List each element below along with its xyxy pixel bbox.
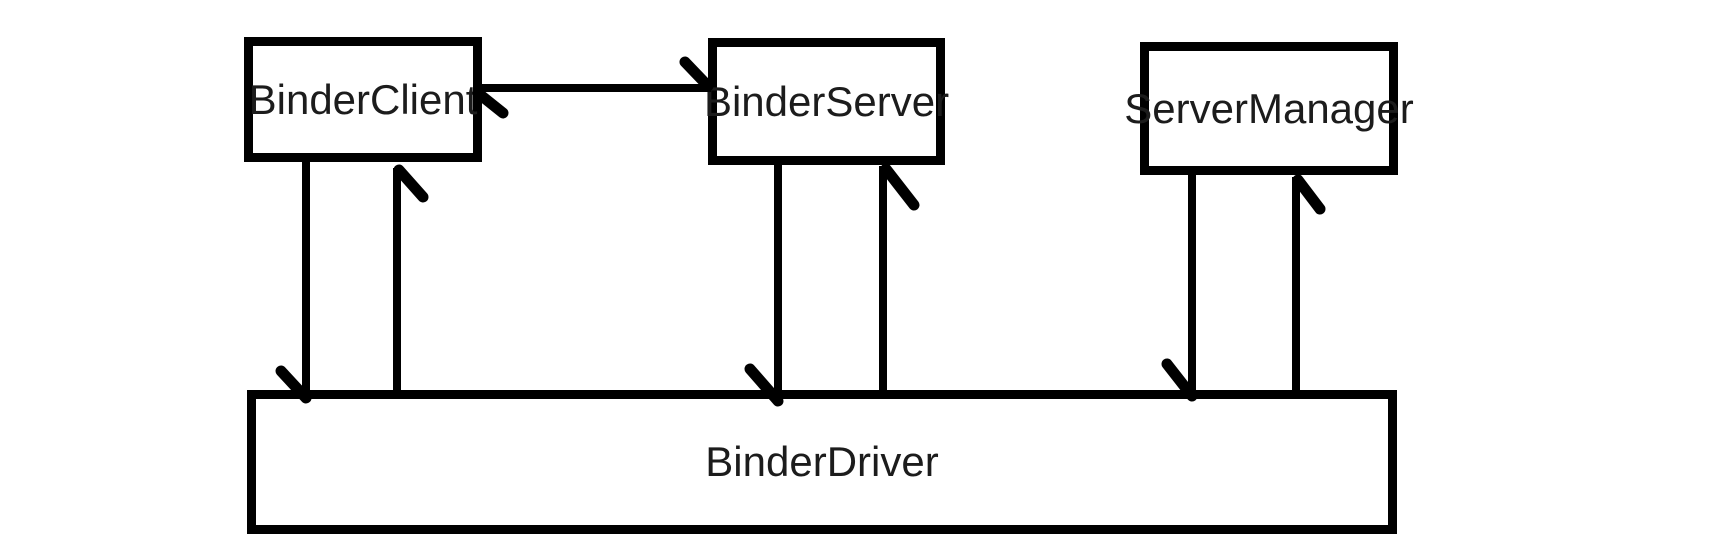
node-binder-server: BinderServer (704, 38, 949, 165)
node-binder-driver: BinderDriver (247, 390, 1397, 534)
node-binder-client: BinderClient (244, 37, 482, 162)
arrowhead-up-into-binder-server-icon (880, 163, 920, 211)
arrowhead-up-into-server-manager-icon (1292, 174, 1326, 215)
edge-client-server-double-arrow (472, 56, 714, 119)
node-binder-driver-label: BinderDriver (705, 438, 939, 485)
node-binder-server-label: BinderServer (703, 77, 950, 125)
edge-driver-to-manager-up-arrow (1292, 174, 1326, 392)
edge-driver-to-server-up-arrow (879, 163, 920, 392)
node-server-manager: ServerManager (1124, 42, 1414, 175)
edge-driver-to-client-up-arrow (393, 164, 429, 392)
edge-manager-to-driver-down-arrow (1161, 170, 1198, 402)
node-binder-client-label: BinderClient (248, 75, 478, 123)
arrowhead-up-into-binder-client-icon (393, 164, 429, 203)
edge-server-to-driver-down-arrow (744, 160, 784, 407)
edge-client-to-driver-down-arrow (275, 157, 312, 404)
node-server-manager-label: ServerManager (1124, 84, 1414, 132)
